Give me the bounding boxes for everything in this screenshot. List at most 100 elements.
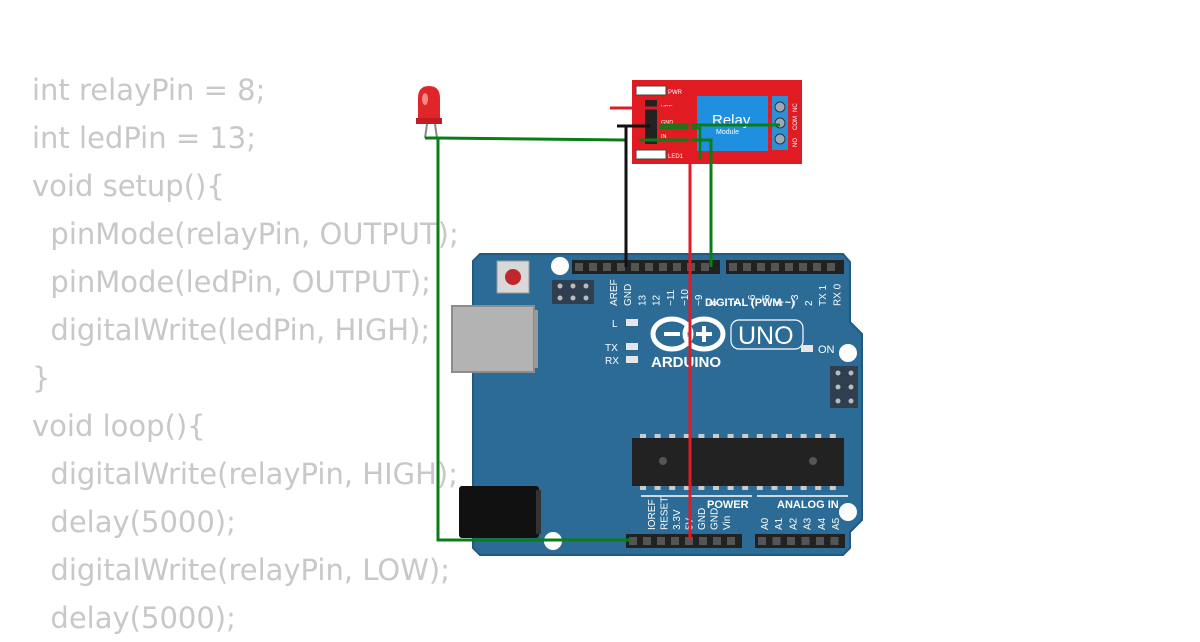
pin-hole — [787, 537, 795, 545]
pin-label: A3 — [803, 517, 814, 530]
pin-hole — [813, 263, 821, 271]
pin-label: IOREF — [647, 499, 658, 530]
pin-label: RX 0 — [832, 283, 843, 306]
pin-label: GND — [697, 508, 708, 530]
pwr-label: PWR — [668, 90, 683, 96]
pin-hole — [701, 263, 709, 271]
power-jack-icon[interactable] — [459, 486, 541, 538]
pin-label: A4 — [817, 517, 828, 530]
code-line: pinMode(relayPin, OUTPUT); — [32, 217, 459, 251]
code-line: digitalWrite(relayPin, HIGH); — [32, 457, 459, 491]
led1 — [635, 149, 667, 160]
led1-label: LED1 — [668, 154, 684, 160]
pin-hole — [801, 537, 810, 545]
relay-module[interactable]: PWR LED1 VCC GND IN Relay Module NC COM … — [632, 80, 802, 164]
tx-led-label: TX — [605, 343, 618, 354]
reset-button-icon[interactable] — [496, 260, 530, 294]
pin-label: ~3 — [790, 294, 801, 306]
pin-label: RESET — [660, 497, 671, 530]
code-line: void setup(){ — [32, 169, 225, 203]
pin-hole — [629, 537, 637, 545]
pin-hole — [785, 263, 793, 271]
pin-hole — [743, 263, 751, 271]
pin-label: 8 — [708, 300, 719, 306]
code-line: pinMode(ledPin, OUTPUT); — [32, 265, 431, 299]
pin-label: Vin — [722, 516, 733, 530]
terminal-com-label: COM — [793, 116, 799, 130]
pwr-led — [635, 85, 667, 96]
pin-hole — [771, 263, 779, 271]
pin-label: AREF — [609, 279, 620, 306]
uno-frame — [730, 319, 804, 350]
terminal-no-label: NO — [793, 138, 799, 147]
analog-header-label: ANALOG IN — [777, 499, 839, 511]
pin-hole — [659, 263, 667, 271]
pin-label: ~11 — [666, 289, 677, 306]
pin-hole — [713, 537, 721, 545]
pin-hole — [757, 263, 765, 271]
on-led-label: ON — [818, 344, 835, 356]
pin-label: GND — [710, 508, 721, 530]
pin-hole — [772, 537, 781, 545]
pin-hole — [657, 537, 665, 545]
pin-label: A5 — [831, 517, 842, 530]
pin-label: A0 — [760, 517, 771, 530]
relay-subtitle: Module — [716, 129, 739, 136]
pin-label: ~10 — [680, 289, 691, 306]
code-line: delay(5000); — [32, 601, 236, 635]
wire-relay-in-to-pin8[interactable] — [639, 138, 713, 267]
pin-hole — [589, 263, 597, 271]
pin-hole — [729, 263, 737, 271]
relay-pin-gnd: GND — [661, 120, 673, 126]
pin-label: 2 — [804, 300, 815, 306]
code-line: delay(5000); — [32, 505, 236, 539]
on-led — [801, 345, 813, 352]
pin-hole — [631, 263, 639, 271]
code-line: int relayPin = 8; — [32, 73, 266, 107]
arduino-brand: ARDUINO — [651, 354, 721, 371]
pin-label: ~5 — [761, 294, 772, 306]
pin-hole — [603, 263, 611, 271]
pin-label: 4 — [776, 300, 787, 306]
mount-hole — [551, 257, 569, 275]
l-led — [626, 319, 638, 326]
pin-hole — [799, 263, 807, 271]
pin-hole — [758, 537, 766, 545]
bottom-pin-holes — [629, 537, 839, 545]
pin-label: A1 — [774, 517, 785, 530]
wire-vcc-to-5v[interactable] — [610, 106, 692, 540]
relay-pin-in: IN — [661, 134, 667, 140]
icsp-header-1 — [552, 280, 594, 304]
mount-hole — [839, 503, 857, 521]
code-line: int ledPin = 13; — [32, 121, 257, 155]
pin-label: 7 — [733, 300, 744, 306]
code-line: void loop(){ — [32, 409, 206, 443]
pin-hole — [643, 537, 651, 545]
wire-led-to-pin13[interactable] — [436, 136, 626, 142]
pin-hole — [816, 537, 824, 545]
pin-hole — [617, 263, 625, 271]
led-icon[interactable] — [416, 86, 442, 139]
pin-label: A2 — [788, 517, 799, 530]
code-line: } — [32, 361, 51, 395]
wire-relay-com[interactable] — [660, 126, 702, 160]
relay-input-header[interactable] — [645, 100, 657, 144]
code-line: digitalWrite(ledPin, HIGH); — [32, 313, 431, 347]
rx-led — [626, 356, 638, 363]
mount-hole — [839, 344, 857, 362]
chip-icon — [632, 434, 844, 490]
wire-led-to-gnd[interactable] — [425, 136, 631, 542]
pin-hole — [671, 537, 679, 545]
l-led-label: L — [612, 319, 618, 330]
terminal-nc-label: NC — [793, 103, 799, 112]
usb-port-icon[interactable] — [451, 305, 538, 373]
pin-label: 13 — [637, 294, 648, 306]
pin-hole — [699, 537, 707, 545]
terminal-screw — [774, 133, 786, 145]
code-line: digitalWrite(relayPin, LOW); — [32, 553, 450, 587]
